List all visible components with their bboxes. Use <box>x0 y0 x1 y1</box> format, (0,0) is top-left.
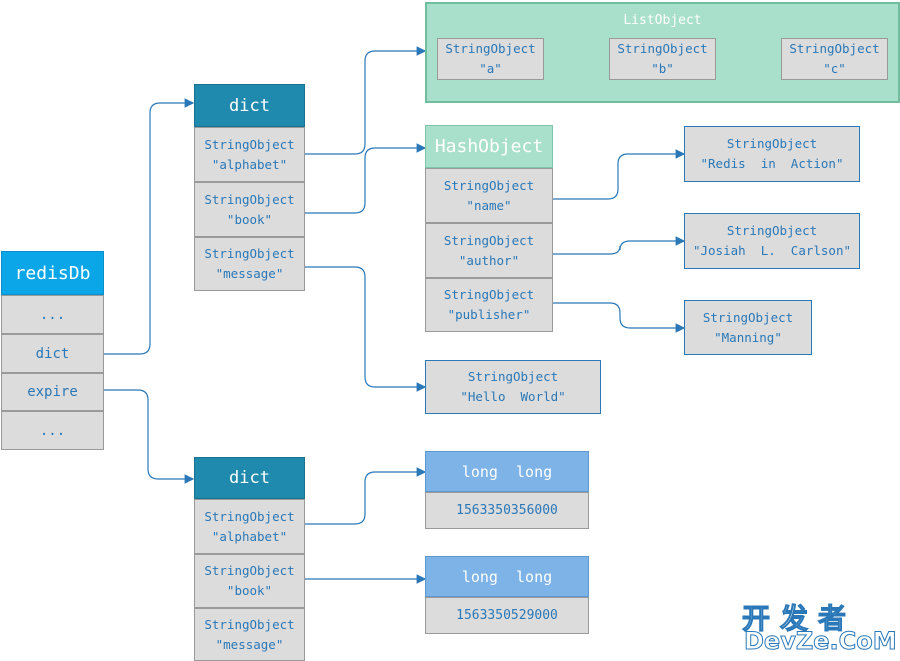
hash-value-publisher: StringObject"Manning" <box>684 300 812 355</box>
arrow-expire-alphabet <box>305 467 427 525</box>
hash-value-name: StringObject"Redis in Action" <box>684 126 860 182</box>
dict-expire-key-book: StringObject"book" <box>194 554 305 608</box>
watermark-en: DevZe.CoM <box>744 627 898 656</box>
arrow-redisdb-dict <box>103 98 195 355</box>
list-object-title: ListObject <box>623 13 702 28</box>
redisdb-row-ellipsis-bottom: ... <box>1 411 104 450</box>
dict-expire-title: dict <box>194 457 305 499</box>
expire-value-alphabet: long long 1563350356000 <box>425 451 589 529</box>
dict-expire-key-alphabet: StringObject"alphabet" <box>194 499 305 554</box>
arrow-message-hello <box>305 266 427 392</box>
redisdb-row-dict: dict <box>1 334 104 373</box>
dict-main-title: dict <box>194 84 305 127</box>
dict-main-key-message: StringObject"message" <box>194 237 305 291</box>
hash-field-author: StringObject"author" <box>425 223 553 278</box>
list-item-c: StringObject"c" <box>781 38 888 80</box>
arrow-alphabet-list <box>305 46 427 155</box>
hash-value-author: StringObject"Josiah L. Carlson" <box>684 213 860 269</box>
expire-value-book-type: long long <box>425 556 589 597</box>
hash-object: HashObject StringObject"name" StringObje… <box>425 125 553 332</box>
arrow-redisdb-expire <box>103 389 195 484</box>
dict-expire-key-message: StringObject"message" <box>194 608 305 661</box>
list-item-b: StringObject"b" <box>609 38 716 80</box>
message-value: StringObject"Hello World" <box>425 360 601 414</box>
expire-value-book: long long 1563350529000 <box>425 556 589 634</box>
hash-field-publisher: StringObject"publisher" <box>425 278 553 332</box>
expire-value-alphabet-timestamp: 1563350356000 <box>425 492 589 529</box>
redisdb-row-expire: expire <box>1 373 104 411</box>
dict-main-key-alphabet: StringObject"alphabet" <box>194 127 305 182</box>
expire-value-book-timestamp: 1563350529000 <box>425 597 589 634</box>
arrow-name-value <box>553 149 686 200</box>
dict-main: dict StringObject"alphabet" StringObject… <box>194 84 305 291</box>
dict-main-key-book: StringObject"book" <box>194 182 305 237</box>
arrow-author-value <box>553 236 686 255</box>
redisdb-struct: redisDb ... dict expire ... <box>1 251 104 450</box>
hash-field-name: StringObject"name" <box>425 168 553 223</box>
expire-value-alphabet-type: long long <box>425 451 589 492</box>
list-item-a: StringObject"a" <box>437 38 544 80</box>
arrow-publisher-value <box>553 302 686 333</box>
arrow-book-hash <box>305 143 427 214</box>
redisdb-row-ellipsis-top: ... <box>1 295 104 334</box>
dict-expire: dict StringObject"alphabet" StringObject… <box>194 457 305 661</box>
redisdb-title: redisDb <box>1 251 104 295</box>
hash-object-title: HashObject <box>425 125 553 168</box>
watermark-cn: 开发者 <box>741 602 857 636</box>
